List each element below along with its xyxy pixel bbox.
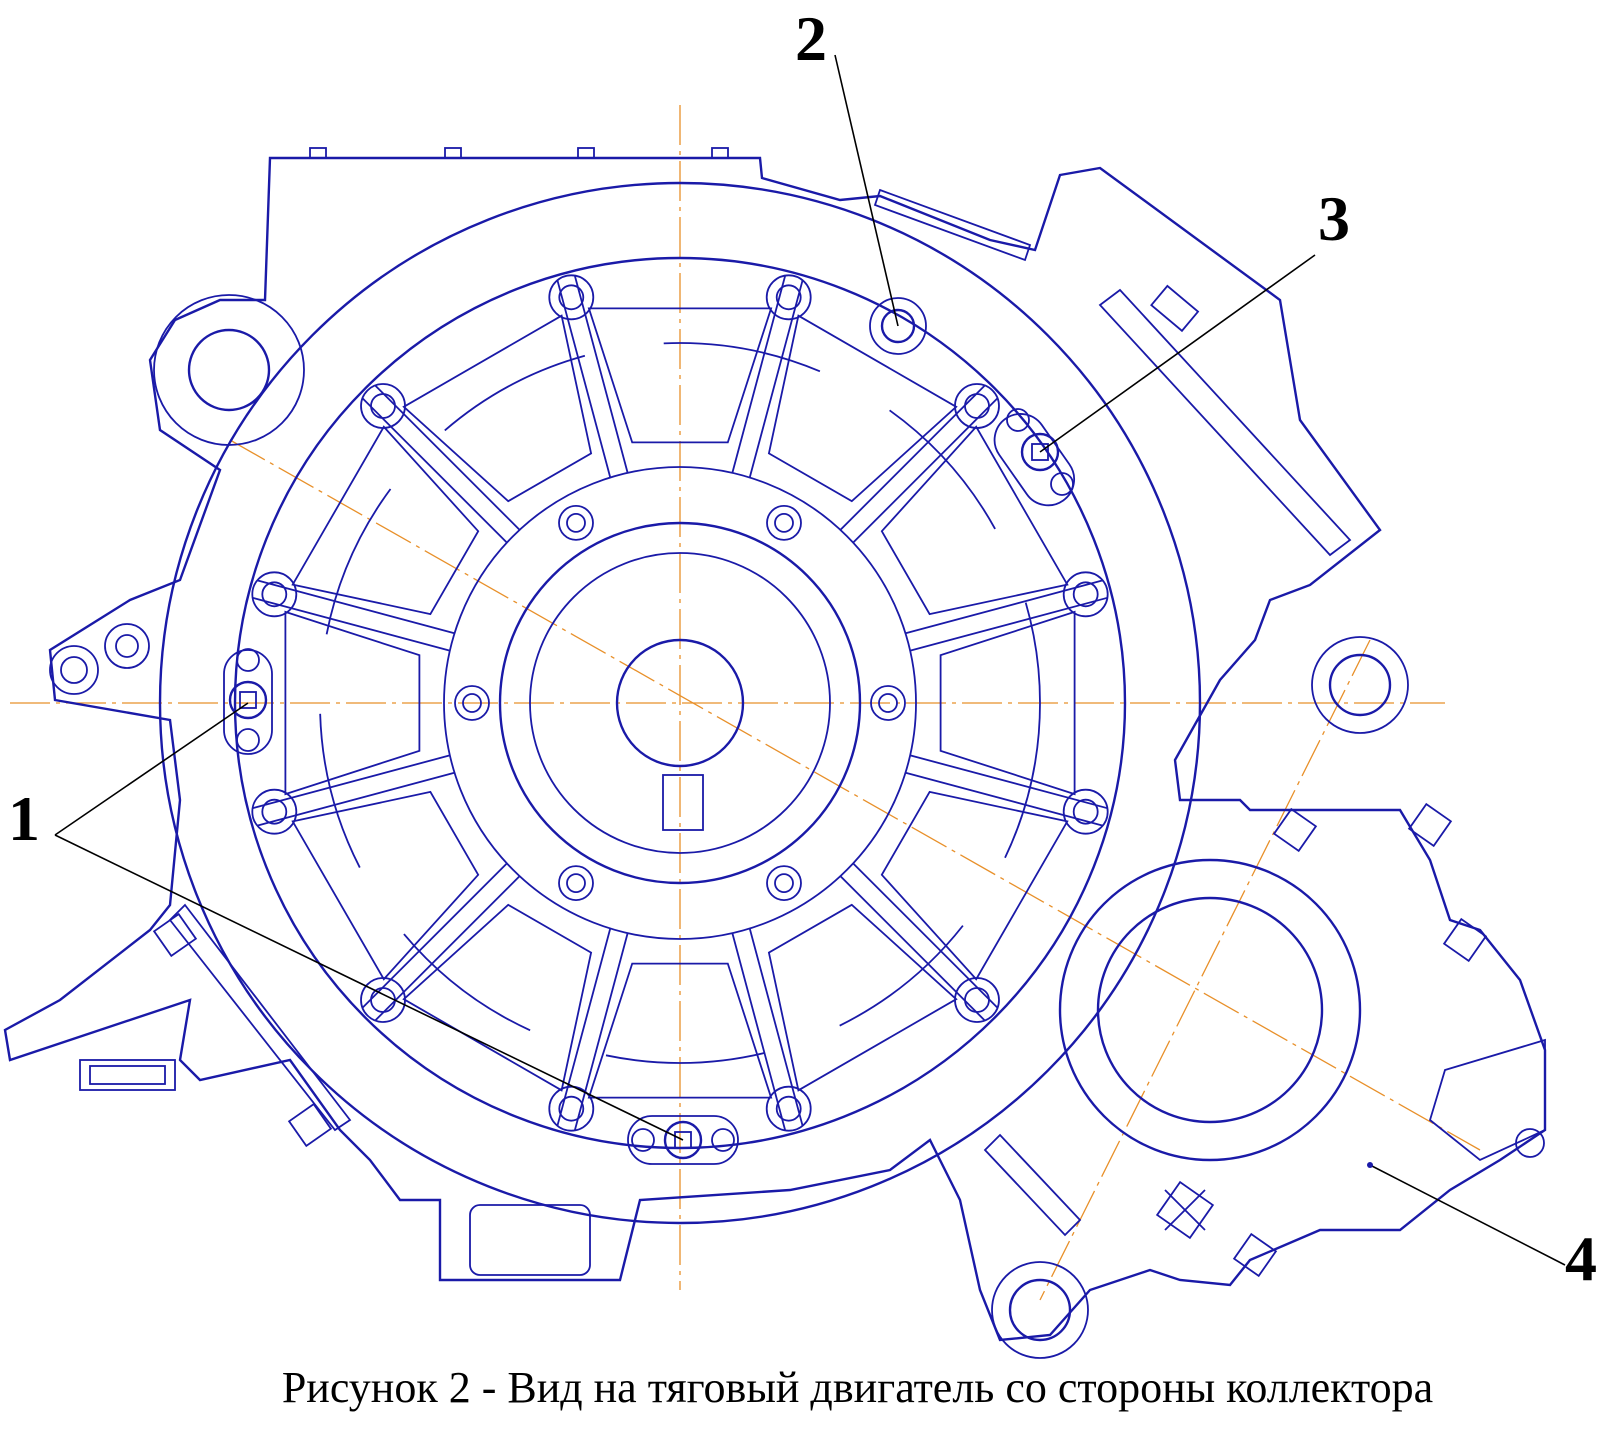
callout-1: 1	[8, 783, 40, 854]
shield-window	[291, 425, 480, 616]
bolt-head-inner	[370, 393, 396, 419]
spoke-edge	[852, 397, 999, 544]
spoke-edge	[731, 933, 787, 1131]
shield-window	[402, 314, 593, 503]
spoke-edge	[905, 579, 1103, 635]
hub-bolt	[870, 685, 906, 721]
gear-case-cylinder	[1058, 858, 1362, 1162]
bolt-head-inner	[558, 1095, 585, 1122]
spoke-edge	[573, 275, 629, 473]
shield-window	[880, 425, 1069, 616]
hub-bolt	[766, 504, 802, 541]
hub-bolt-inner	[878, 693, 898, 713]
spoke-edge	[257, 579, 455, 635]
bolt-head	[1062, 788, 1109, 835]
bolt-head-inner	[964, 393, 990, 419]
spoke-edge	[361, 397, 508, 544]
spoke-edge	[556, 928, 612, 1126]
shield-window	[767, 314, 958, 503]
shield-window	[939, 610, 1076, 796]
spoke-edge	[556, 280, 612, 478]
callout-2: 2	[795, 3, 827, 74]
bolt-head-inner	[261, 581, 288, 608]
shield-window	[767, 903, 958, 1092]
shield-spokes	[252, 275, 1108, 1131]
spoke-edge	[910, 754, 1108, 810]
bolt-head-inner	[261, 798, 288, 825]
spoke-edge	[839, 875, 986, 1022]
spoke-edge	[573, 933, 629, 1131]
bolt-head	[954, 977, 1000, 1023]
shield-bolts	[251, 274, 1109, 1132]
shield-window	[587, 307, 773, 444]
bolt-group-item-3	[993, 408, 1076, 507]
bolt-head	[765, 1085, 812, 1132]
bolt-head	[251, 571, 298, 618]
bolt-head	[954, 383, 1000, 429]
bolt-head-inner	[1072, 798, 1099, 825]
bolt-head	[548, 274, 595, 321]
bolt-group-left	[223, 648, 273, 755]
shield-window	[880, 790, 1069, 981]
bearing-shield	[158, 181, 1202, 1225]
hub-bolt-inner	[462, 693, 482, 713]
hub-bolt	[558, 504, 594, 541]
callout-3: 3	[1318, 183, 1350, 254]
spoke-edge	[910, 596, 1108, 652]
bolt-head-inner	[775, 1095, 802, 1122]
bolt-head	[1062, 571, 1109, 618]
hub-bolt	[454, 685, 490, 721]
hub-bolt	[558, 865, 594, 902]
hub-bolt-inner	[566, 512, 586, 533]
spoke-edge	[374, 875, 521, 1022]
spoke-edge	[374, 384, 521, 531]
spoke-edge	[252, 596, 450, 652]
bolt-head	[548, 1085, 595, 1132]
bolt-head-inner	[775, 284, 802, 311]
leader-lines	[54, 54, 1566, 1266]
hub-bolt-inner	[774, 512, 794, 533]
traction-motor-drawing: 1 2 3 4	[3, 3, 1597, 1359]
bolt-head	[765, 274, 812, 321]
spoke-edge	[731, 275, 787, 473]
housing-outline	[3, 147, 1547, 1359]
spoke-edge	[748, 280, 804, 478]
bolt-head	[360, 977, 406, 1023]
shield-window	[402, 903, 593, 1092]
spoke-edge	[905, 771, 1103, 827]
spoke-edge	[839, 384, 986, 531]
bolt-head	[251, 788, 298, 835]
bolt-head	[360, 383, 406, 429]
bolt-group-bottom	[627, 1115, 739, 1165]
hub-bolt	[766, 865, 802, 902]
spoke-edge	[257, 771, 455, 827]
spoke-edge	[252, 754, 450, 810]
bolt-head-inner	[1072, 581, 1099, 608]
hub-bolt-inner	[566, 873, 586, 894]
terminal-block	[662, 774, 704, 831]
spoke-edge	[748, 928, 804, 1126]
shield-window	[291, 790, 480, 981]
bolt-head-inner	[558, 284, 585, 311]
bolt-head-inner	[370, 987, 396, 1013]
bolt-head-inner	[964, 987, 990, 1013]
shield-window	[284, 610, 421, 796]
spoke-edge	[361, 862, 508, 1009]
figure-caption: Рисунок 2 - Вид на тяговый двигатель со …	[281, 1363, 1434, 1412]
bolt-item-2	[869, 297, 927, 355]
callout-4: 4	[1565, 1223, 1597, 1294]
shield-window	[587, 962, 773, 1099]
hub-bolt-inner	[774, 873, 794, 894]
spoke-edge	[852, 862, 999, 1009]
